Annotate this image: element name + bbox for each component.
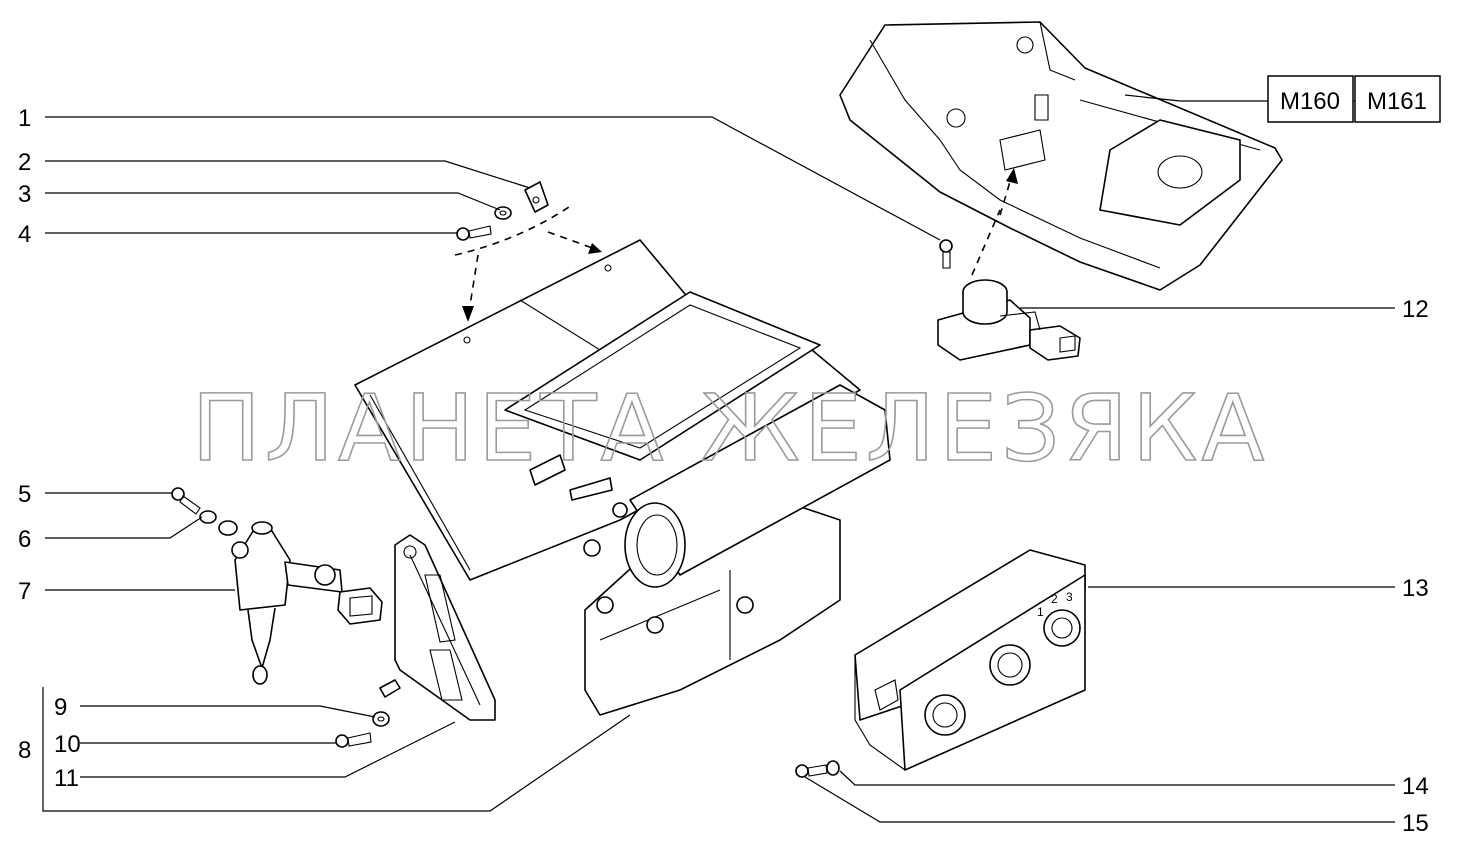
callout-8: 8 [18, 737, 31, 764]
reference-m161: M161 [1367, 88, 1427, 115]
callout-9: 9 [54, 694, 67, 721]
callout-7: 7 [18, 578, 31, 605]
screw-5 [171, 487, 201, 515]
reference-box-m160 [1267, 75, 1354, 123]
callout-12: 12 [1402, 296, 1429, 323]
watermark-text: ПЛАНЕТА ЖЕЛЕЗЯКА [192, 375, 1269, 482]
reference-m160: M160 [1280, 88, 1340, 115]
callout-3: 3 [18, 181, 31, 208]
fan-speed-mark-2: 2 [1051, 592, 1058, 606]
washer-14 [826, 760, 840, 776]
callout-6: 6 [18, 526, 31, 553]
screw-10 [335, 732, 372, 748]
callout-11: 11 [54, 765, 79, 792]
assembly-arrows [454, 168, 1018, 322]
bracket-clip [524, 181, 549, 213]
callout-4: 4 [18, 221, 31, 248]
screw-4 [456, 225, 492, 241]
callout-1: 1 [18, 105, 31, 132]
callout-15: 15 [1402, 810, 1429, 837]
washer-6 [199, 510, 217, 524]
callout-5: 5 [18, 481, 31, 508]
fan-speed-mark-1: 1 [1037, 605, 1044, 619]
washer-9 [372, 711, 390, 727]
callout-13: 13 [1402, 575, 1429, 602]
heater-control-panel: 1 2 3 [854, 549, 1086, 771]
dashboard-fragment [839, 21, 1283, 291]
reference-box-group: M160 M161 [1267, 75, 1441, 123]
screw-15 [795, 764, 828, 778]
callout-2: 2 [18, 149, 31, 176]
valve-actuator [218, 520, 383, 685]
screw-sensor [939, 239, 953, 269]
heater-housing [354, 239, 891, 716]
sensor-unit [937, 279, 1081, 361]
callout-labels: 1 2 3 4 5 6 7 8 9 10 11 12 13 14 15 [18, 105, 1429, 837]
reference-box-m161 [1354, 75, 1441, 123]
callout-14: 14 [1402, 773, 1429, 800]
side-flap [379, 534, 496, 721]
fan-speed-mark-3: 3 [1066, 590, 1073, 604]
callout-10: 10 [54, 731, 81, 758]
leader-lines [42, 94, 1395, 823]
